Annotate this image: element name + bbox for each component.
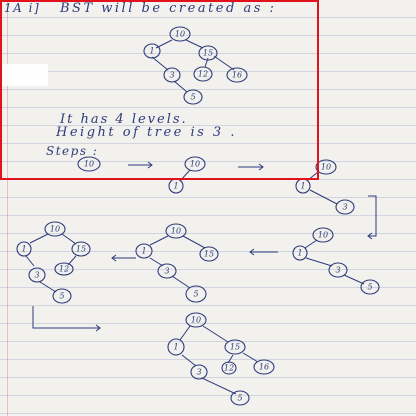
node-label: 5: [237, 394, 242, 403]
question-label: 1A i]: [4, 1, 41, 15]
tree-node: 5: [185, 285, 207, 303]
node-label: 12: [224, 364, 234, 373]
tree-node: 16: [253, 359, 275, 375]
node-label: 1: [173, 182, 178, 191]
node-label: 10: [191, 316, 201, 325]
margin-line: [7, 0, 8, 416]
tree-node: 10: [165, 223, 187, 239]
tree-node: 5: [183, 89, 203, 105]
node-label: 5: [190, 93, 195, 102]
node-label: 1: [21, 245, 26, 254]
tree-node: 15: [224, 339, 246, 355]
node-label: 3: [164, 267, 169, 276]
node-label: 3: [169, 71, 174, 80]
tree-node: 1: [143, 43, 161, 59]
arrow-step-6: [32, 306, 101, 332]
node-label: 10: [318, 231, 328, 240]
tree-node: 15: [198, 45, 218, 61]
paper-patch: [0, 64, 48, 86]
levels-text: It has 4 levels.: [60, 112, 188, 127]
tree-node: 5: [230, 390, 250, 406]
node-label: 16: [259, 363, 269, 372]
node-label: 10: [50, 225, 60, 234]
node-label: 1: [173, 343, 178, 352]
tree-node: 10: [312, 227, 334, 243]
node-label: 15: [203, 49, 213, 58]
node-label: 10: [190, 160, 200, 169]
tree-node: 3: [190, 364, 208, 380]
node-label: 1: [149, 47, 154, 56]
tree-node: 10: [77, 156, 101, 172]
step-6-tree: 10 1 15 12 3 5: [16, 221, 91, 304]
step-5-tree: 10 1 15 3 5: [135, 223, 219, 303]
tree-node: 12: [54, 262, 74, 276]
tree-node: 5: [52, 288, 72, 304]
tree-node: 1: [292, 245, 308, 261]
tree-node: 10: [315, 159, 337, 175]
arrow-step-3: [367, 195, 377, 240]
tree-node: 3: [28, 267, 46, 283]
tree-node: 5: [360, 279, 380, 295]
intro-text: BST will be created as :: [60, 1, 277, 16]
tree-node: 10: [44, 221, 66, 237]
arrow-step-1: [128, 161, 153, 169]
node-label: 3: [34, 271, 39, 280]
node-label: 15: [230, 343, 240, 352]
node-label: 5: [193, 290, 198, 299]
node-label: 5: [367, 283, 372, 292]
node-label: 10: [321, 163, 331, 172]
node-label: 3: [342, 203, 347, 212]
tree-node: 1: [295, 178, 311, 194]
node-label: 12: [59, 265, 69, 274]
steps-label: Steps :: [46, 144, 99, 158]
tree-node: 15: [199, 246, 219, 262]
tree-node: 3: [335, 199, 355, 215]
arrow-step-2: [238, 163, 264, 171]
node-label: 1: [141, 247, 146, 256]
node-label: 15: [76, 245, 86, 254]
final-bst-tree: 10 1 15 3 12 16 5: [143, 26, 248, 105]
tree-node: 3: [163, 67, 181, 83]
tree-node: 10: [169, 26, 191, 42]
step-1-tree: 10: [77, 156, 101, 172]
arrow-step-5: [111, 254, 136, 262]
node-label: 10: [171, 227, 181, 236]
node-label: 10: [175, 30, 185, 39]
node-label: 12: [198, 70, 208, 79]
tree-node: 12: [193, 66, 213, 82]
node-label: 3: [335, 266, 340, 275]
tree-node: 10: [185, 312, 207, 328]
tree-node: 12: [221, 361, 237, 375]
highlight-frame: [0, 0, 319, 180]
arrow-step-4: [249, 248, 278, 256]
step-7-tree: 10 1 15 3 12 16 5: [167, 312, 275, 406]
tree-node: 15: [71, 241, 91, 257]
node-label: 3: [196, 368, 201, 377]
tree-node: 1: [16, 241, 32, 257]
node-label: 5: [59, 292, 64, 301]
tree-node: 10: [184, 156, 206, 172]
tree-node: 16: [226, 67, 248, 83]
node-label: 10: [84, 160, 94, 169]
node-label: 1: [300, 182, 305, 191]
step-4-tree: 10 1 3 5: [292, 227, 380, 295]
tree-node: 3: [157, 263, 177, 279]
node-label: 15: [204, 250, 214, 259]
node-label: 1: [297, 249, 302, 258]
tree-node: 1: [135, 243, 153, 259]
tree-node: 1: [168, 178, 184, 194]
height-text: Height of tree is 3 .: [56, 125, 237, 140]
tree-node: 3: [328, 262, 348, 278]
tree-node: 1: [167, 338, 185, 356]
node-label: 16: [232, 71, 242, 80]
